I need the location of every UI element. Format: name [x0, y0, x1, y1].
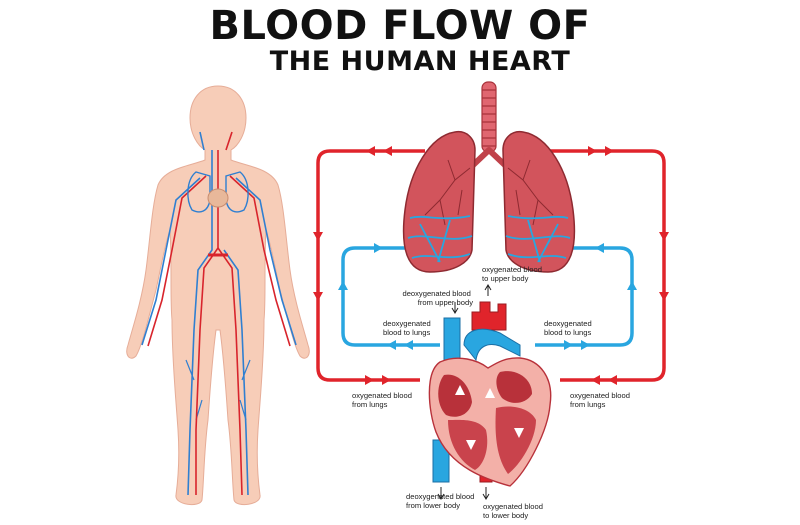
- deoxygenated-loop-left: [341, 246, 440, 347]
- label-oxy-from-lungs-left: oxygenated blood from lungs: [352, 391, 414, 409]
- label-oxy-lower: oxygenated blood to lower body: [483, 502, 545, 520]
- pulmonary-artery: [463, 328, 521, 362]
- trachea: [467, 81, 511, 171]
- label-deoxy-upper: deoxygenated blood from upper body: [402, 289, 473, 307]
- heart: [428, 284, 552, 500]
- body-silhouette: [126, 85, 310, 506]
- aorta: [471, 301, 507, 331]
- label-deoxy-lower: deoxygenated blood from lower body: [406, 492, 477, 510]
- circulation-loops: [316, 149, 666, 382]
- veins: [141, 131, 297, 496]
- left-atrium: [496, 371, 532, 403]
- right-ventricle: [448, 419, 488, 470]
- labels: deoxygenated blood from upper body oxyge…: [352, 265, 632, 520]
- flow-arrows: [313, 146, 669, 385]
- label-oxy-from-lungs-right: oxygenated blood from lungs: [570, 391, 632, 409]
- label-oxy-upper: oxygenated blood to upper body: [482, 265, 544, 283]
- body-lungs: [187, 171, 249, 213]
- title-line-2: THE HUMAN HEART: [269, 46, 571, 77]
- arteries: [147, 131, 291, 496]
- oxygenated-loop-right: [545, 149, 666, 382]
- left-ventricle: [495, 406, 536, 474]
- lung-capillaries: [407, 215, 571, 263]
- human-body-figure: [126, 85, 310, 506]
- bronchi: [424, 159, 554, 226]
- label-deoxy-to-lungs-left: deoxygenated blood to lungs: [383, 319, 433, 337]
- label-deoxy-to-lungs-right: deoxygenated blood to lungs: [544, 319, 594, 337]
- right-atrium: [438, 374, 472, 417]
- heart-flow-arrows: [455, 385, 524, 450]
- lungs: [402, 81, 576, 273]
- deoxygenated-loop-right: [535, 246, 634, 347]
- title-line-1: BLOOD FLOW OF: [209, 3, 591, 49]
- oxygenated-loop-left: [316, 149, 425, 382]
